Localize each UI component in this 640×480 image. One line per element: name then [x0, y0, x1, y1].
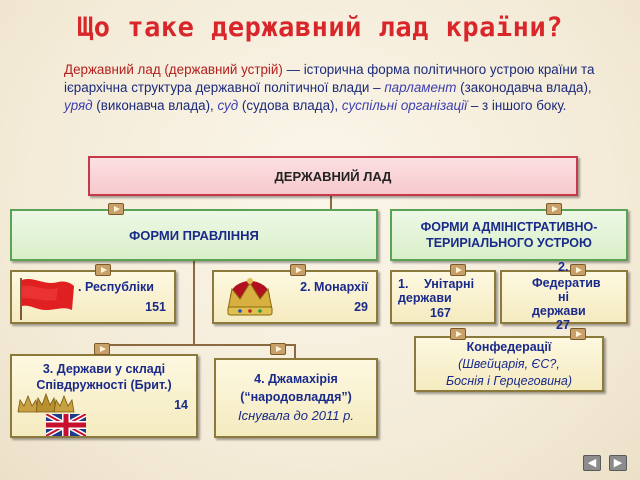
red-flag-icon [20, 278, 74, 320]
marker-icon[interactable] [108, 203, 124, 215]
connector [330, 196, 332, 209]
root-box: ДЕРЖАВНИЙ ЛАД [88, 156, 578, 196]
federative-box: 2. Федератив ні держави 27 [500, 260, 628, 332]
term-parliament: парламент [384, 80, 457, 95]
federative-label-3: держави [532, 304, 586, 318]
marker-icon[interactable] [270, 343, 286, 355]
forms-territorial-box: ФОРМИ АДМІНІСТРАТИВНО-ТЕРИРІАЛЬНОГО УСТР… [390, 209, 628, 261]
unitary-box: 1. Унітарні держави 167 [390, 270, 496, 324]
confederation-label: Конфедерації [466, 340, 552, 354]
jamahiriya-box: 4. Джамахірія (“народовладдя”) Існувала … [214, 358, 378, 438]
forms-government-box: ФОРМИ ПРАВЛІННЯ [10, 209, 378, 261]
confederation-examples-2: Боснія і Герцеговина) [445, 374, 573, 388]
federative-number: 2. [558, 260, 569, 274]
unitary-label-2: держави [398, 291, 452, 305]
term-organizations: суспільні організації [341, 98, 468, 113]
republics-count: 151 [145, 300, 166, 314]
root-label: ДЕРЖАВНИЙ ЛАД [274, 168, 392, 184]
jamahiriya-note: Існувала до 2011 р. [238, 408, 354, 423]
unitary-count: 167 [430, 306, 451, 320]
connector [100, 344, 296, 346]
connector [193, 261, 195, 345]
connector [294, 344, 296, 360]
monarchies-count: 29 [354, 300, 368, 314]
republics-label: . Республіки [78, 280, 154, 294]
uk-flag-icon [46, 414, 86, 436]
next-slide-button[interactable]: ▶ [609, 455, 627, 471]
term-government: уряд [64, 98, 93, 113]
jamahiriya-label-2: (“народовладдя”) [240, 390, 352, 404]
commonwealth-count: 14 [174, 398, 188, 412]
republics-box: . Республіки 151 [10, 270, 176, 324]
commonwealth-label-1: 3. Держави у складі [42, 362, 166, 376]
marker-icon[interactable] [546, 203, 562, 215]
federative-count: 27 [556, 318, 570, 332]
definition-term: Державний лад (державний устрій) [64, 62, 283, 77]
monarchies-box: 2. Монархії 29 [212, 270, 378, 324]
crowns-icon [17, 392, 75, 413]
commonwealth-label-2: Співдружності (Брит.) [36, 378, 172, 392]
unitary-label-1: Унітарні [424, 277, 475, 291]
marker-icon[interactable] [95, 264, 111, 276]
forms-government-label: ФОРМИ ПРАВЛІННЯ [129, 227, 259, 243]
marker-icon[interactable] [570, 328, 586, 340]
page-title: Що таке державний лад країни? [77, 12, 563, 43]
commonwealth-box: 3. Держави у складі Співдружності (Брит.… [10, 354, 198, 438]
confederation-box: Конфедерації (Швейцарія, ЄС?, Боснія і Г… [414, 336, 604, 392]
marker-icon[interactable] [570, 264, 586, 276]
federative-label-1: Федератив [532, 276, 601, 290]
unitary-number: 1. [398, 277, 409, 291]
marker-icon[interactable] [290, 264, 306, 276]
confederation-examples-1: (Швейцарія, ЄС?, [458, 357, 560, 371]
marker-icon[interactable] [450, 328, 466, 340]
forms-territorial-label: ФОРМИ АДМІНІСТРАТИВНО-ТЕРИРІАЛЬНОГО УСТР… [420, 220, 598, 250]
marker-icon[interactable] [94, 343, 110, 355]
crown-icon [227, 278, 273, 316]
jamahiriya-label-1: 4. Джамахірія [254, 372, 338, 386]
prev-slide-button[interactable]: ◀ [583, 455, 601, 471]
term-court: суд [217, 98, 239, 113]
monarchies-label: 2. Монархії [300, 280, 368, 294]
federative-label-2: ні [558, 290, 570, 304]
marker-icon[interactable] [450, 264, 466, 276]
definition-text: Державний лад (державний устрій) — істор… [64, 62, 595, 113]
